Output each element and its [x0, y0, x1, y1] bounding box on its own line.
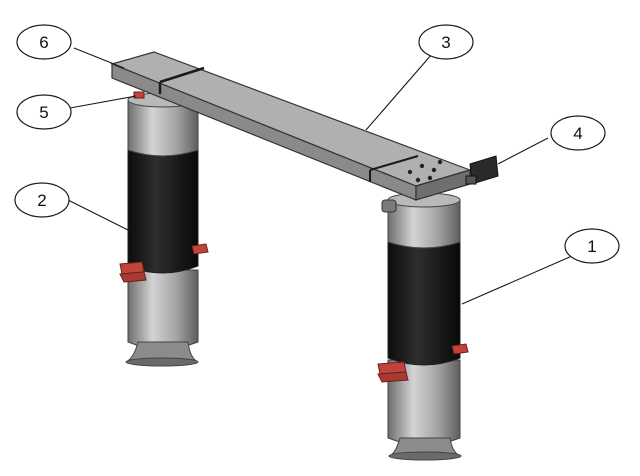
- cross-beam: [110, 51, 472, 201]
- callout-4: 4: [550, 115, 606, 151]
- right-bracket-back: [451, 343, 469, 355]
- right-column: [377, 192, 469, 461]
- callout-1-label: 1: [587, 237, 596, 256]
- callout-3: 3: [418, 24, 474, 60]
- control-box: [465, 155, 499, 185]
- callout-2-label: 2: [37, 191, 46, 210]
- callout-2: 2: [14, 182, 70, 218]
- leader-3: [365, 53, 433, 131]
- leader-6: [73, 47, 125, 69]
- left-sleeve: [127, 147, 199, 274]
- callout-6: 6: [16, 24, 72, 60]
- callout-5-label: 5: [39, 103, 48, 122]
- callout-4-label: 4: [573, 124, 582, 143]
- leader-4: [497, 137, 549, 165]
- callout-3-label: 3: [441, 33, 450, 52]
- left-bracket-back: [191, 243, 209, 255]
- right-clamp: [381, 199, 397, 213]
- callout-1: 1: [564, 228, 620, 264]
- callout-5: 5: [16, 94, 72, 130]
- leader-2: [59, 195, 133, 233]
- left-column: [119, 92, 209, 367]
- leader-1: [461, 255, 573, 305]
- end-plate-holes: [407, 159, 443, 183]
- leader-lines: [59, 47, 573, 305]
- leader-5: [69, 95, 137, 109]
- callout-6-label: 6: [39, 33, 48, 52]
- left-marker: [133, 91, 145, 99]
- right-sleeve: [387, 239, 461, 366]
